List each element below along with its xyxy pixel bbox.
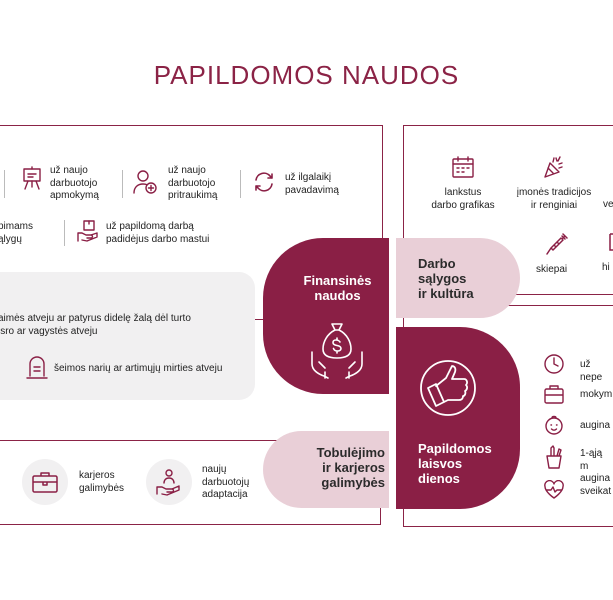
item-label: darbo grafikas xyxy=(431,199,495,211)
briefcase-icon xyxy=(32,470,58,494)
item-label: pritraukimą xyxy=(168,190,218,201)
item-label: aimės atveju ar patyrus didelę žalą dėl … xyxy=(0,313,191,324)
tile-title: sąlygos xyxy=(418,271,467,286)
tile-title: Darbo xyxy=(418,256,456,271)
pencil-cup-icon xyxy=(543,445,565,469)
item-label: sveikat xyxy=(580,486,612,497)
item-label: lankstus xyxy=(444,187,482,198)
item-label: naujų xyxy=(202,464,227,475)
item-label: už naujo xyxy=(50,165,88,176)
tile-title: Papildomos xyxy=(418,441,492,456)
item-label: už papildomą darbą xyxy=(106,221,194,232)
item-label: skiepai xyxy=(536,264,568,275)
item-label: šeimos narių ar artimųjų mirties atveju xyxy=(54,363,223,374)
additional-days-tile xyxy=(396,327,520,509)
tombstone-icon xyxy=(26,356,48,380)
item-label: adaptacija xyxy=(202,489,248,500)
baby-icon xyxy=(543,414,565,436)
item-label: už nepe xyxy=(580,359,603,383)
swap-arrows-icon xyxy=(252,170,276,194)
suitcase-icon xyxy=(543,383,565,405)
item-label: darbuotojo xyxy=(168,177,216,189)
syringe-icon xyxy=(545,232,569,256)
party-popper-icon xyxy=(542,155,566,179)
item-label: galimybės xyxy=(79,482,125,494)
career-tile xyxy=(263,431,389,508)
item-label: isro ar vagystės atveju xyxy=(0,325,98,337)
item-label: darbuotojo xyxy=(50,177,98,189)
tile-title: galimybės xyxy=(321,475,385,490)
easel-icon xyxy=(21,166,43,190)
item-label: ąlygų xyxy=(0,233,22,245)
item-label: darbuotojų xyxy=(202,476,250,488)
item-label: hi xyxy=(602,262,610,273)
item-label: apmokymą xyxy=(50,190,99,201)
heart-pulse-icon xyxy=(543,480,565,500)
money-bag-hands-icon xyxy=(310,318,364,388)
item-label: pimams xyxy=(0,221,34,232)
item-label: karjeros xyxy=(79,470,115,481)
item-label: už naujo xyxy=(168,165,206,176)
tile-title: ir kultūra xyxy=(418,286,474,301)
item-label: augina xyxy=(580,473,611,484)
hand-box-icon xyxy=(76,219,100,243)
user-add-icon xyxy=(132,169,158,195)
item-label: padidėjus darbo mastui xyxy=(106,233,210,245)
tile-title: ir karjeros xyxy=(322,460,385,475)
tile-title: naudos xyxy=(314,288,361,303)
hand-person-icon xyxy=(155,468,183,496)
tile-title: laisvos xyxy=(418,456,463,471)
item-label: pavadavimą xyxy=(285,184,339,196)
item-label: mokym xyxy=(580,389,613,400)
item-label: 1-ąją m xyxy=(580,448,603,472)
thumbs-up-icon xyxy=(418,358,478,418)
page-title: PAPILDOMOS NAUDOS xyxy=(153,60,460,90)
work-conditions-tile xyxy=(396,238,520,318)
item-label: ir renginiai xyxy=(530,199,578,211)
item-label: už ilgalaikį xyxy=(285,172,332,183)
tile-title: Tobulėjimo xyxy=(316,445,385,460)
divider xyxy=(122,170,123,198)
calendar-icon xyxy=(451,155,475,179)
icon-circle xyxy=(146,459,192,505)
tile-title: dienos xyxy=(418,471,460,486)
divider xyxy=(64,220,65,246)
financial-benefits-tile xyxy=(263,238,389,394)
partial-icon xyxy=(609,232,613,252)
item-label: įmonės tradicijos xyxy=(516,187,592,198)
clock-icon xyxy=(543,353,565,375)
divider xyxy=(240,170,241,198)
item-label: ve xyxy=(603,199,613,210)
divider xyxy=(4,170,5,198)
item-label: augina xyxy=(580,420,611,431)
tile-title: Finansinės xyxy=(303,273,372,288)
